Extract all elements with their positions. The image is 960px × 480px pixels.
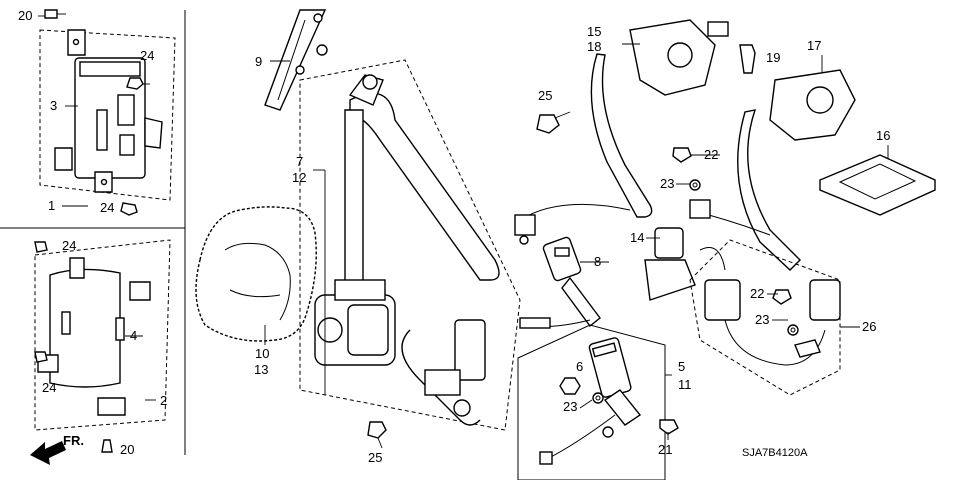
callout-11: 11: [678, 377, 692, 392]
callout-23-c: 23: [563, 399, 577, 414]
front-direction-arrow: FR.: [30, 433, 84, 465]
callout-9: 9: [255, 54, 262, 69]
callout-labels: 20 24 3 1 24 24 4 24 2 20 9 7 12 10 13 2…: [18, 8, 890, 465]
callout-24-c: 24: [62, 238, 76, 253]
callout-25-top: 25: [538, 88, 552, 103]
buckle-switch-assembly[interactable]: [517, 324, 666, 480]
nut-6[interactable]: [559, 377, 581, 395]
front-seat-belt-assembly[interactable]: [299, 59, 521, 431]
srs-unit-lower[interactable]: [34, 239, 171, 431]
callout-24-d: 24: [42, 380, 56, 395]
rear-outer-retractor-left[interactable]: [514, 19, 729, 245]
callout-4: 4: [130, 328, 137, 343]
callout-22-a: 22: [704, 147, 718, 162]
washer-23-lower[interactable]: [787, 324, 799, 336]
screw-20-lower[interactable]: [101, 439, 113, 453]
bolt-24-lower-b[interactable]: [34, 351, 48, 363]
rear-outer-retractor-right[interactable]: [689, 69, 856, 271]
bolt-25-front[interactable]: [367, 421, 387, 439]
diagram-code: SJA7B4120A: [742, 447, 808, 459]
control-unit-panel: FR.: [0, 9, 186, 465]
bolt-22-upper[interactable]: [672, 147, 692, 163]
bolt-19[interactable]: [739, 44, 756, 74]
callout-10: 10: [255, 346, 269, 361]
storage-tray[interactable]: [819, 154, 936, 216]
bolt-25-rear[interactable]: [536, 111, 571, 134]
rear-buckle-assembly[interactable]: [689, 239, 841, 396]
callout-25-bottom: 25: [368, 450, 382, 465]
callout-23-a: 23: [660, 176, 674, 191]
bolt-22-lower[interactable]: [772, 289, 792, 305]
callout-20-top: 20: [18, 8, 32, 23]
callout-23-b: 23: [755, 312, 769, 327]
bolt-21[interactable]: [659, 419, 679, 435]
callout-19: 19: [766, 50, 780, 65]
callout-5: 5: [678, 359, 685, 374]
screw-20-upper[interactable]: [44, 9, 66, 19]
callout-17: 17: [807, 38, 821, 53]
front-label: FR.: [63, 433, 84, 448]
callout-8: 8: [594, 254, 601, 269]
callout-24-b: 24: [100, 200, 114, 215]
bolt-24-lower-a[interactable]: [34, 241, 48, 253]
rear-center-buckle[interactable]: [644, 227, 726, 301]
callout-2: 2: [160, 393, 167, 408]
bolt-24-upper-a[interactable]: [126, 77, 150, 90]
callout-6: 6: [576, 359, 583, 374]
callout-1: 1: [48, 198, 55, 213]
callout-18: 18: [587, 39, 601, 54]
srs-unit-upper[interactable]: [39, 29, 176, 201]
callout-24-a: 24: [140, 48, 154, 63]
callout-leaders: [38, 15, 889, 449]
callout-12: 12: [292, 170, 306, 185]
callout-13: 13: [254, 362, 268, 377]
callout-22-b: 22: [750, 286, 764, 301]
callout-15: 15: [587, 24, 601, 39]
callout-26: 26: [862, 319, 876, 334]
callout-16: 16: [876, 128, 890, 143]
front-buckle[interactable]: [519, 236, 601, 329]
washer-23-bottom[interactable]: [592, 392, 604, 404]
callout-20-bottom: 20: [120, 442, 134, 457]
callout-3: 3: [50, 98, 57, 113]
callout-14: 14: [630, 230, 644, 245]
callout-7: 7: [296, 154, 303, 169]
callout-21: 21: [658, 442, 672, 457]
bolt-24-upper-b[interactable]: [120, 202, 138, 216]
washer-23-upper[interactable]: [689, 179, 701, 191]
shoulder-anchor-adjuster[interactable]: [264, 9, 328, 111]
seat-belt-cover[interactable]: [195, 206, 317, 342]
